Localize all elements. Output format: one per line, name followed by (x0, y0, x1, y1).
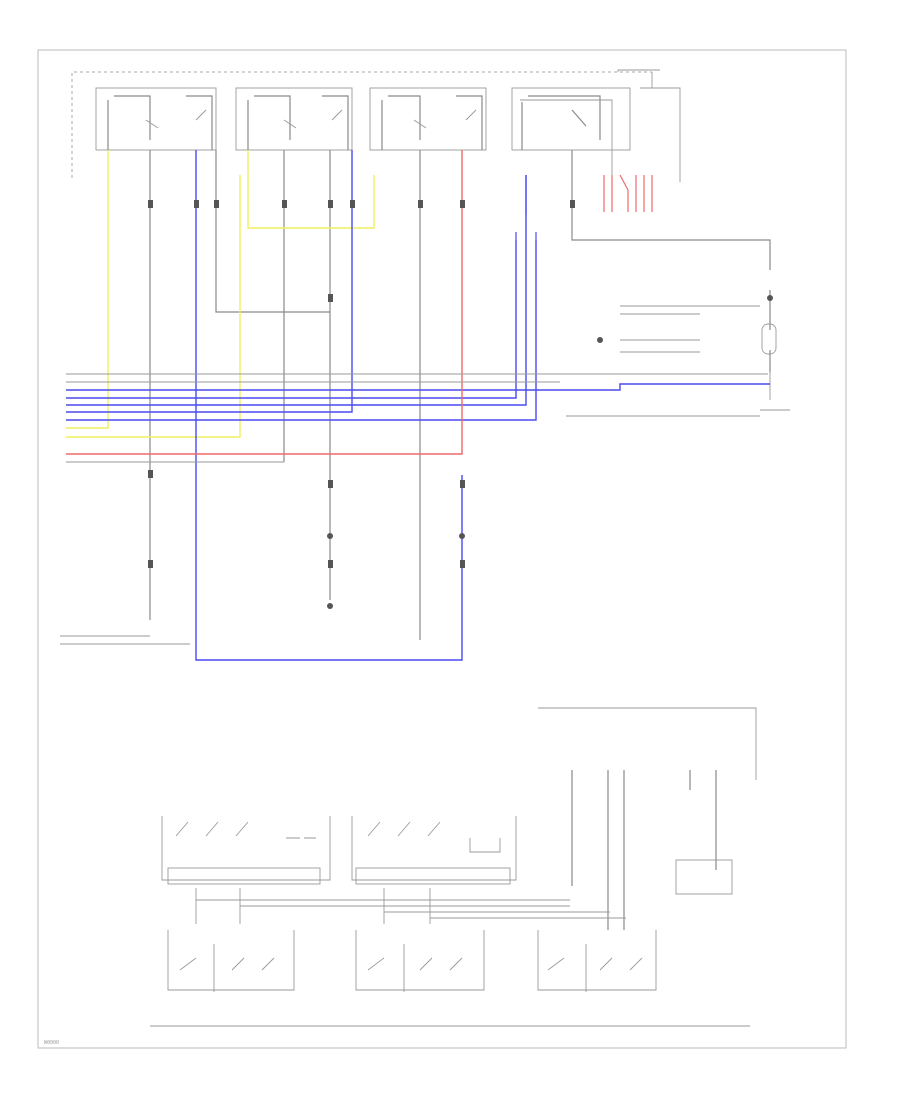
diagram-border (37, 49, 847, 1049)
red-wires (66, 150, 653, 455)
bottom-switch-box-3 (167, 930, 295, 992)
switch-module-3 (369, 87, 487, 151)
top-power-bus (71, 69, 681, 182)
bottom-switch-box-5 (537, 930, 657, 992)
bottom-switch-box-1 (161, 816, 331, 885)
yellow-wires (66, 150, 375, 438)
right-sensor-group (566, 305, 777, 417)
bottom-right-relay (675, 859, 733, 895)
switch-module-2 (235, 87, 353, 151)
connector-markers (148, 200, 773, 609)
bottom-harness (150, 707, 757, 1027)
bottom-switch-box-2 (351, 816, 517, 885)
module-output-wires (149, 150, 790, 640)
page-code: W0000 (44, 1040, 59, 1046)
switch-module-1 (95, 87, 217, 151)
left-harness-bus (60, 373, 768, 645)
bottom-switch-box-4 (355, 930, 485, 992)
blue-wires (66, 150, 770, 661)
switch-module-4 (511, 87, 631, 180)
